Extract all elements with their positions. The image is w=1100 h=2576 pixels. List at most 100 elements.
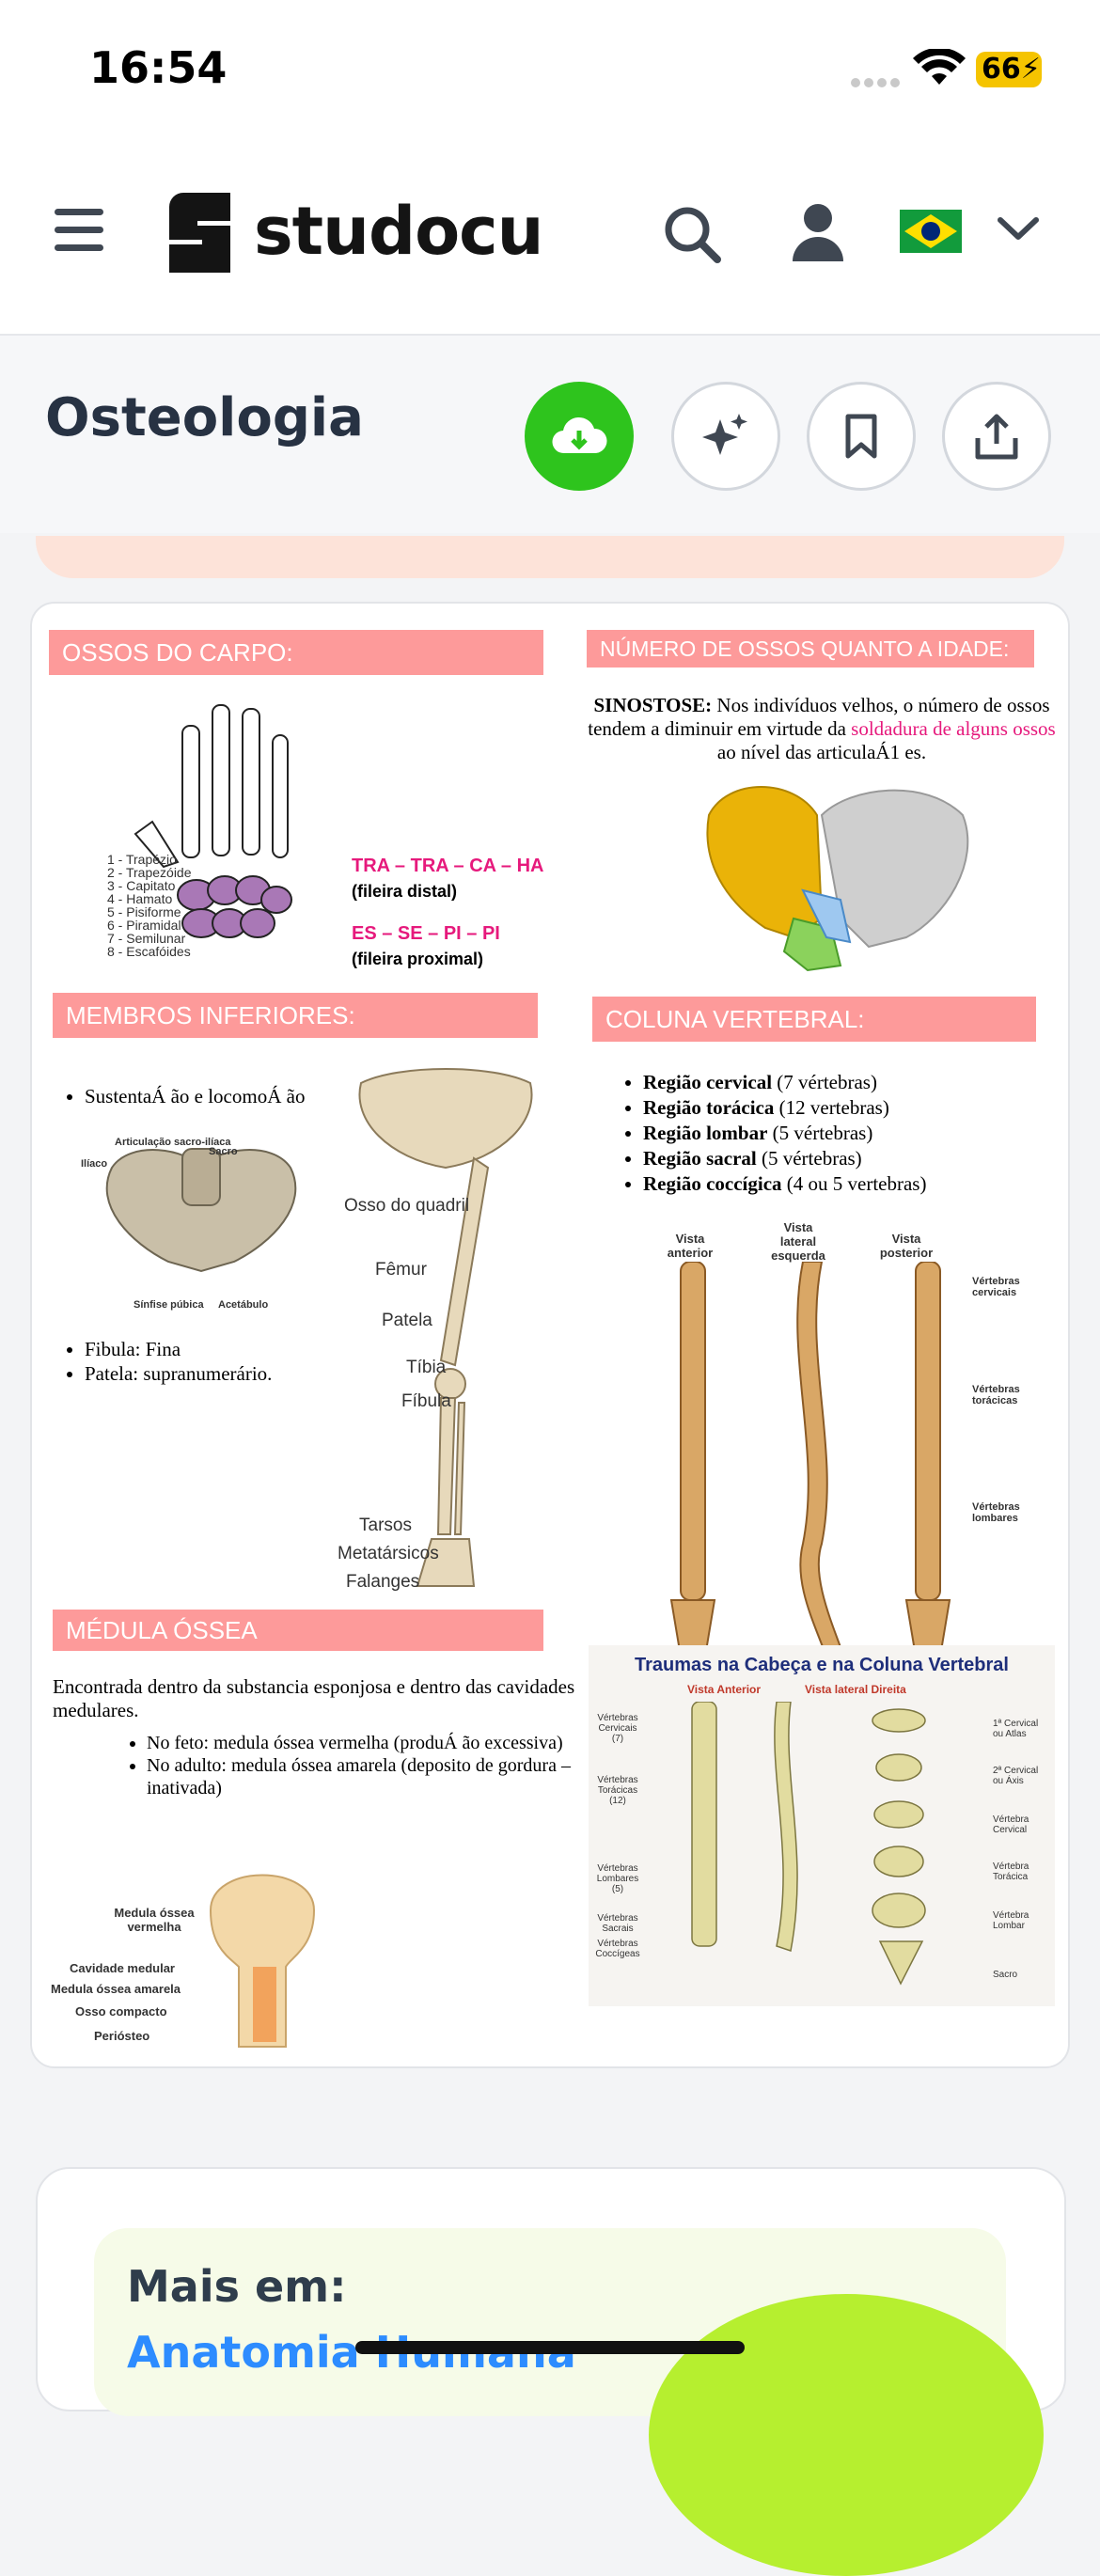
wifi-icon xyxy=(913,49,966,85)
carpo-legend: 1 - Trapézio 2 - Trapezóide 3 - Capitato… xyxy=(107,853,211,958)
item-bold: Região sacral xyxy=(643,1147,757,1170)
item-bold: Região torácica xyxy=(643,1096,775,1119)
label-tarsals: Tarsos xyxy=(359,1516,412,1535)
label-atlas: 1ª Cervical ou Atlas xyxy=(993,1719,1039,1739)
item-rest: (7 vértebras) xyxy=(772,1071,877,1093)
label-femur: Fêmur xyxy=(375,1260,427,1280)
label-periosteum: Periósteo xyxy=(94,2029,150,2043)
traumas-sub-anterior: Vista Anterior xyxy=(687,1683,762,1696)
traumas-image: Traumas na Cabeça e na Coluna Vertebral … xyxy=(589,1645,1055,2006)
hand-bones-image xyxy=(134,704,292,938)
chevron-down-icon[interactable] xyxy=(997,214,1040,243)
list-item: No adulto: medula óssea amarela (deposit… xyxy=(147,1754,612,1799)
studocu-logo[interactable]: studocu xyxy=(254,193,543,270)
medula-list: No feto: medula óssea vermelha (produÁ ã… xyxy=(117,1732,612,1799)
label-lumbar: Vértebras lombares xyxy=(972,1501,1020,1524)
label-thoracic: Vértebras torácicas xyxy=(972,1384,1020,1406)
section-header-carpo: OSSOS DO CARPO: xyxy=(49,630,543,675)
legend-item: 2 - Trapezóide xyxy=(107,865,192,880)
label-cervical: Vértebras cervicais xyxy=(972,1276,1020,1298)
section-header-coluna: COLUNA VERTEBRAL: xyxy=(592,997,1036,1042)
legend-item: 4 - Hamato xyxy=(107,891,173,906)
bookmark-button[interactable] xyxy=(807,382,916,491)
search-icon[interactable] xyxy=(663,205,723,265)
sinostose-text-end: ao nível das articulaÁ1 es. xyxy=(716,741,927,763)
label-tibia: Tíbia xyxy=(406,1358,447,1377)
section-header-idade: NÚMERO DE OSSOS QUANTO A IDADE: xyxy=(587,630,1034,668)
legend-item: 1 - Trapézio xyxy=(107,852,177,867)
label-compact-bone: Osso compacto xyxy=(75,2004,167,2018)
document-title: Osteologia xyxy=(45,387,364,448)
sinostose-paragraph: SINOSTOSE: Nos indivíduos velhos, o núme… xyxy=(587,694,1057,764)
user-icon[interactable] xyxy=(790,201,846,263)
row-distal-label: (fileira distal) xyxy=(352,882,458,901)
label-sacroiliac: Articulação sacro-ilíaca xyxy=(115,1137,231,1148)
view-lateral-label: Vista lateral esquerda xyxy=(771,1220,825,1263)
pelvis-labeled-image xyxy=(105,1148,297,1273)
item-bold: Região lombar xyxy=(643,1122,768,1144)
section-header-membros: MEMBROS INFERIORES: xyxy=(53,993,538,1038)
list-item: Região coccígica (4 ou 5 vertebras) xyxy=(643,1171,1076,1197)
status-time: 16:54 xyxy=(89,42,228,93)
document-page[interactable]: OSSOS DO CARPO: 1 - Trapézio 2 - Trapezó… xyxy=(30,602,1070,2068)
item-rest: (5 vértebras) xyxy=(756,1147,862,1170)
label-cervical-vertebra: Vértebra Cervical xyxy=(993,1814,1029,1835)
legend-item: 6 - Piramidal xyxy=(107,918,181,933)
download-button[interactable] xyxy=(525,382,634,491)
download-icon xyxy=(552,416,607,454)
cellular-signal-icon xyxy=(851,75,905,87)
label-medullary-cavity: Cavidade medular xyxy=(70,1961,175,1975)
studocu-logo-icon[interactable] xyxy=(155,188,244,277)
sinostose-highlight: soldadura de alguns ossos xyxy=(851,717,1056,740)
sinostose-text: Nos indivíduos velhos, o número de ossos… xyxy=(588,694,1050,740)
section-header-medula: MÉDULA ÓSSEA xyxy=(53,1610,543,1651)
list-item: Região cervical (7 vértebras) xyxy=(643,1070,1076,1095)
view-posterior-label: Vista posterior xyxy=(879,1232,934,1260)
bookmark-icon xyxy=(845,414,877,459)
traumas-spine-drawing xyxy=(691,1702,926,1986)
item-rest: (12 vertebras) xyxy=(774,1096,889,1119)
home-indicator[interactable] xyxy=(355,2341,745,2354)
label-coccygeal: Vértebras Coccígeas xyxy=(595,1939,640,1959)
share-button[interactable] xyxy=(942,382,1051,491)
previous-page-edge xyxy=(36,536,1064,578)
ai-assistant-button[interactable] xyxy=(671,382,780,491)
label-sacrum: Sacro xyxy=(209,1146,238,1157)
flag-brazil-icon[interactable] xyxy=(900,210,962,253)
list-item: Região torácica (12 vertebras) xyxy=(643,1095,1076,1121)
label-phalanges: Falanges xyxy=(346,1572,420,1592)
label-pubic-symphysis: Sínfise púbica xyxy=(134,1299,204,1311)
medula-paragraph: Encontrada dentro da substancia esponjos… xyxy=(53,1675,575,1721)
label-red-marrow: Medula óssea vermelha xyxy=(114,1906,195,1934)
item-bold: Região coccígica xyxy=(643,1172,782,1195)
item-rest: (4 ou 5 vertebras) xyxy=(781,1172,927,1195)
label-metatarsals: Metatársicos xyxy=(338,1544,439,1563)
coluna-list: Região cervical (7 vértebras) Região tor… xyxy=(613,1070,1076,1197)
item-bold: Região cervical xyxy=(643,1071,773,1093)
item-rest: (5 vértebras) xyxy=(767,1122,873,1144)
battery-level: 66 xyxy=(982,53,1021,86)
mnemonic-distal: TRA – TRA – CA – HA xyxy=(352,856,544,876)
membros-list-1: SustentaÁ ão e locomoÁ ão xyxy=(55,1085,385,1108)
label-patella: Patela xyxy=(382,1311,432,1330)
legend-item: 7 - Semilunar xyxy=(107,931,186,946)
membros-list-2: Fibula: Fina Patela: supranumerário. xyxy=(55,1337,310,1386)
view-anterior-label: Vista anterior xyxy=(667,1232,714,1260)
status-bar xyxy=(0,0,1100,141)
label-lumbar-5: Vértebras Lombares (5) xyxy=(596,1863,639,1894)
label-iliac: Ilíaco xyxy=(81,1158,108,1170)
menu-icon[interactable] xyxy=(55,209,103,254)
spine-views-image xyxy=(669,1262,951,1658)
label-sacral: Vértebras Sacrais xyxy=(597,1913,638,1934)
legend-item: 3 - Capitato xyxy=(107,878,176,893)
row-proximal-label: (fileira proximal) xyxy=(352,950,484,968)
label-hip-bone: Osso do quadril xyxy=(344,1196,470,1216)
list-item: Região lombar (5 vértebras) xyxy=(643,1121,1076,1146)
list-item: Fibula: Fina xyxy=(85,1337,310,1361)
battery-icon: 66⚡ xyxy=(976,52,1042,87)
traumas-sub-lateral: Vista lateral Direita xyxy=(805,1683,906,1696)
label-axis: 2ª Cervical ou Áxis xyxy=(993,1766,1039,1786)
label-acetabulum: Acetábulo xyxy=(218,1299,269,1311)
leg-bones-image xyxy=(358,1068,533,1587)
list-item: SustentaÁ ão e locomoÁ ão xyxy=(85,1085,385,1108)
